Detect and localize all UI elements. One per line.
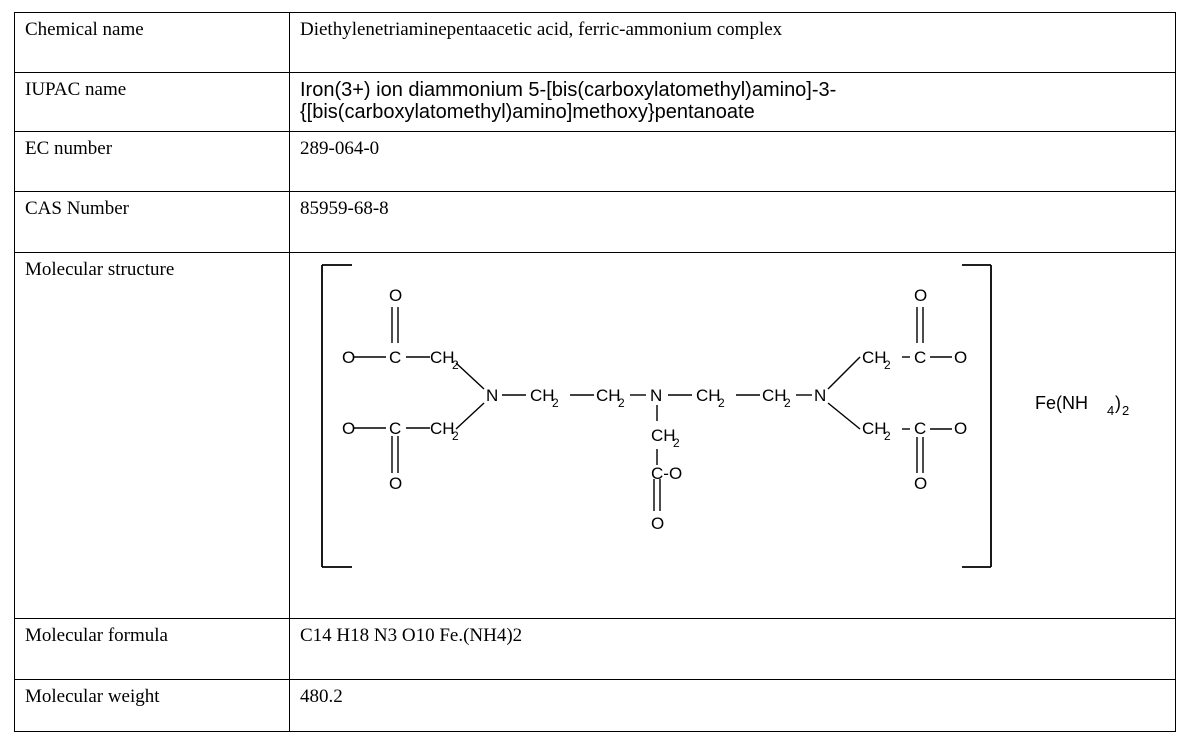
value-iupac-name: Iron(3+) ion diammonium 5-[bis(carboxyla…: [289, 72, 1176, 132]
label-molecular-formula: Molecular formula: [14, 618, 290, 680]
label-ec-number: EC number: [14, 130, 290, 193]
atom-o: O: [389, 286, 402, 305]
molecular-structure-diagram: O O C CH 2 O C CH 2 O N CH 2 CH 2: [321, 263, 1129, 568]
atom-o: O: [651, 514, 664, 533]
counter-ion-fe: Fe(NH: [1035, 393, 1088, 413]
atom-o: O: [954, 348, 967, 367]
atom-o: O: [954, 419, 967, 438]
value-ec-number: 289-064-0: [289, 130, 1176, 193]
label-iupac-name: IUPAC name: [14, 72, 290, 132]
atom-ch: CH: [430, 419, 455, 438]
atom-o: O: [389, 474, 402, 493]
row-iupac-name: IUPAC name Iron(3+) ion diammonium 5-[bi…: [14, 72, 1176, 132]
value-molecular-structure: O O C CH 2 O C CH 2 O N CH 2 CH 2: [289, 251, 1176, 620]
atom-n: N: [814, 386, 826, 405]
atom-c-o: C-O: [651, 464, 682, 483]
label-cas-number: CAS Number: [14, 191, 290, 253]
atom-sub: 2: [784, 396, 791, 410]
atom-ch: CH: [862, 348, 887, 367]
counter-ion-paren: ): [1115, 393, 1121, 413]
atom-n: N: [650, 386, 662, 405]
atom-sub: 2: [618, 396, 625, 410]
counter-ion-sub2: 2: [1122, 403, 1129, 418]
atom-o: O: [342, 348, 355, 367]
atom-o: O: [342, 419, 355, 438]
atom-ch: CH: [530, 386, 555, 405]
atom-sub: 2: [718, 396, 725, 410]
atom-sub: 2: [673, 436, 680, 450]
atom-sub: 2: [452, 429, 459, 443]
atom-n: N: [486, 386, 498, 405]
bonds: [354, 306, 952, 511]
value-cas-number: 85959-68-8: [289, 191, 1176, 253]
atom-ch: CH: [430, 348, 455, 367]
counter-ion: Fe(NH 4 ) 2: [1035, 393, 1129, 418]
row-ec-number: EC number 289-064-0: [14, 130, 1176, 193]
atom-sub: 2: [884, 358, 891, 372]
atom-o: O: [914, 286, 927, 305]
atom-ch: CH: [696, 386, 721, 405]
counter-ion-sub4: 4: [1107, 403, 1114, 418]
atom-sub: 2: [884, 429, 891, 443]
atom-ch: CH: [596, 386, 621, 405]
atom-o: O: [914, 474, 927, 493]
right-bracket: [962, 263, 992, 568]
value-chemical-name: Diethylenetriaminepentaacetic acid, ferr…: [289, 11, 1176, 74]
atom-sub: 2: [552, 396, 559, 410]
iupac-line-2: {[bis(carboxylatomethyl)amino]methoxy}pe…: [300, 101, 755, 124]
atom-c: C: [914, 348, 926, 367]
atom-ch: CH: [862, 419, 887, 438]
atom-c: C: [389, 419, 401, 438]
value-molecular-weight: 480.2: [289, 678, 1176, 733]
label-molecular-weight: Molecular weight: [14, 678, 290, 733]
atom-c: C: [389, 348, 401, 367]
value-molecular-formula: C14 H18 N3 O10 Fe.(NH4)2: [289, 618, 1176, 680]
row-molecular-structure: Molecular structure: [14, 251, 1176, 620]
label-molecular-structure: Molecular structure: [14, 251, 290, 620]
atom-ch: CH: [762, 386, 787, 405]
row-cas-number: CAS Number 85959-68-8: [14, 191, 1176, 253]
left-bracket: [321, 263, 352, 568]
atom-c: C: [914, 419, 926, 438]
row-molecular-formula: Molecular formula C14 H18 N3 O10 Fe.(NH4…: [14, 618, 1176, 680]
iupac-line-1: Iron(3+) ion diammonium 5-[bis(carboxyla…: [300, 79, 837, 102]
row-chemical-name: Chemical name Diethylenetriaminepentaace…: [14, 11, 1176, 74]
atom-labels: O O C CH 2 O C CH 2 O N CH 2 CH 2: [342, 286, 967, 533]
properties-table: Chemical name Diethylenetriaminepentaace…: [14, 11, 1176, 733]
row-molecular-weight: Molecular weight 480.2: [14, 678, 1176, 733]
atom-ch: CH: [651, 426, 676, 445]
label-chemical-name: Chemical name: [14, 11, 290, 74]
atom-sub: 2: [452, 358, 459, 372]
